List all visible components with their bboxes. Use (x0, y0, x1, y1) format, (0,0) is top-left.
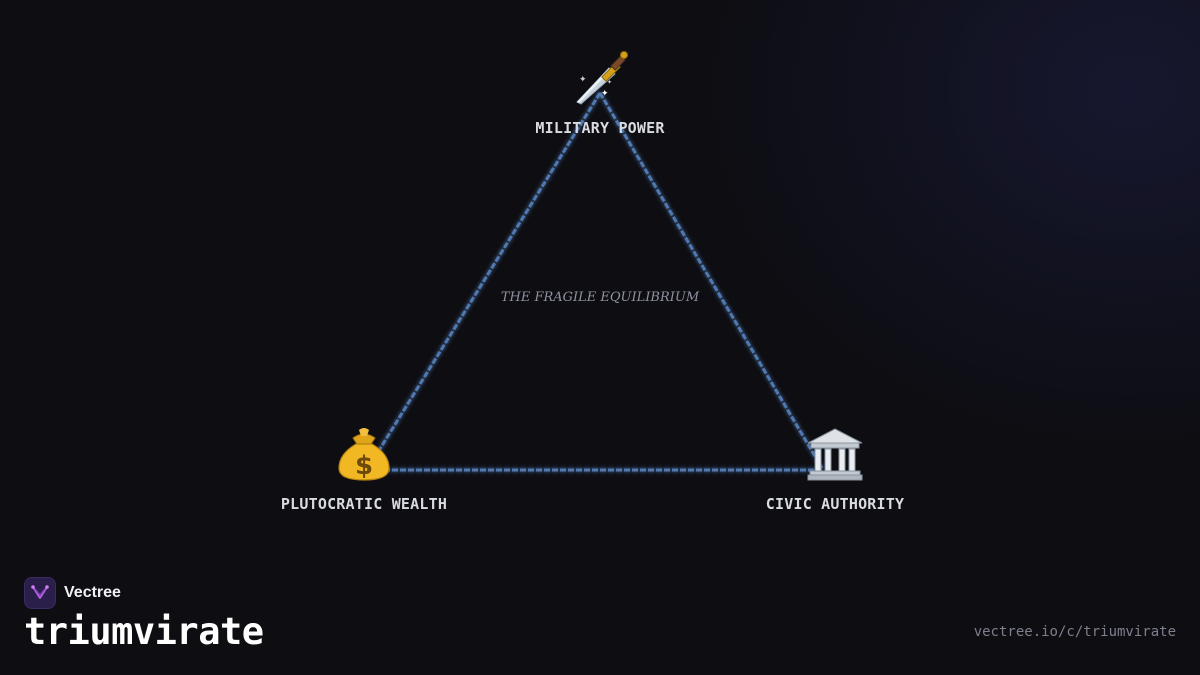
page-title: triumvirate (24, 610, 264, 653)
page-url-link[interactable]: vectree.io/c/triumvirate (973, 624, 1176, 640)
edge-military-civic (598, 92, 824, 469)
node-label-wealth: PLUTOCRATIC WEALTH (281, 495, 447, 513)
brand-name: Vectree (64, 584, 121, 601)
edge-wealth-military (376, 92, 602, 453)
node-label-civic: CIVIC AUTHORITY (766, 495, 904, 513)
center-label: THE FRAGILE EQUILIBRIUM (501, 290, 700, 305)
node-civic[interactable]: CIVIC AUTHORITY (766, 428, 904, 513)
classical-building-icon (807, 428, 863, 481)
svg-text:✦: ✦ (579, 75, 587, 85)
svg-text:✦: ✦ (607, 79, 612, 86)
node-label-military: MILITARY POWER (535, 119, 665, 137)
svg-text:$: $ (355, 451, 373, 481)
svg-text:✦: ✦ (601, 89, 609, 99)
vectree-logo-icon (24, 577, 56, 609)
dagger-icon: ✦ ✦ ✦ (576, 51, 628, 105)
node-military[interactable]: ✦ ✦ ✦ MILITARY POWER (535, 51, 665, 138)
edges (376, 92, 824, 472)
brand[interactable]: Vectree (24, 577, 121, 609)
node-wealth[interactable]: $ PLUTOCRATIC WEALTH (281, 428, 447, 513)
money-bag-icon: $ (338, 428, 390, 481)
